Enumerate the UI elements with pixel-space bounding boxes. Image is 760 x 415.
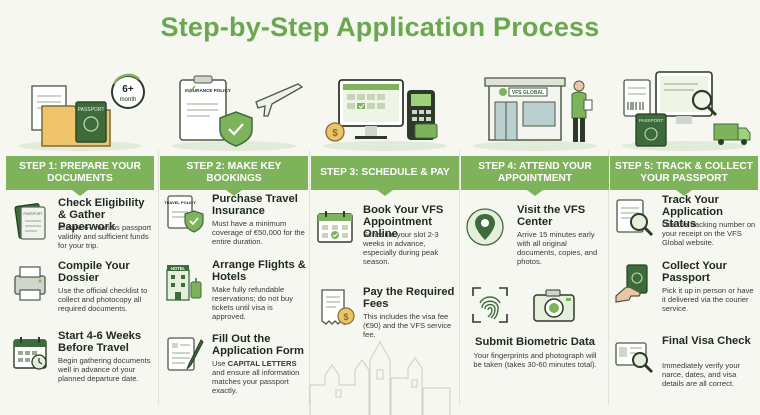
item-title: Collect Your Passport xyxy=(662,260,727,284)
vfs-center-hero-illustration: VFS GLOBAL xyxy=(473,77,597,151)
step-item: Track Your Application Status Use the tr… xyxy=(610,194,758,256)
printer-copier-icon xyxy=(14,266,46,301)
column-divider xyxy=(158,150,159,405)
heading-pointer xyxy=(226,190,242,196)
form-description-text: Use xyxy=(212,359,228,368)
heading-pointer xyxy=(377,190,393,196)
policy-icon-label: TRAVEL POLICY xyxy=(164,200,196,205)
step-3-column: $ STEP 3: SCHEDULE & PAY Book Your VFS A… xyxy=(311,62,459,412)
search-document-icon xyxy=(616,199,654,237)
step-2-column: INSURANCE POLICY STEP 2: MAKE KEY BOOKIN… xyxy=(160,62,308,412)
item-description: Ensure 6+ months passport validity and s… xyxy=(58,223,152,250)
column-divider xyxy=(608,150,609,405)
form-description-emphasis: CAPITAL LETTERS xyxy=(227,359,297,368)
item-title: Fill Out the Application Form xyxy=(212,333,304,357)
item-title: Arrange Flights & Hotels xyxy=(212,259,306,283)
item-description: Arrive 15 minutes early with all origina… xyxy=(517,230,598,266)
item-title: Start 4-6 Weeks Before Travel xyxy=(58,330,142,354)
step-item: TRAVEL POLICY Purchase Travel Insurance … xyxy=(160,190,308,250)
documents-folder-hero-illustration: PASSPORT 6+ month xyxy=(18,73,145,151)
hotel-icon-label: HOTEL xyxy=(171,266,186,271)
visa-check-magnifier-icon xyxy=(615,342,654,374)
page-title: Step-by-Step Application Process xyxy=(160,12,600,42)
castle-skyline-illustration xyxy=(309,340,451,415)
column-divider xyxy=(459,150,460,405)
item-title: Visit the VFS Center xyxy=(517,204,586,228)
step-4-column: VFS GLOBAL STEP 4: ATTEND YOUR APPOINTME… xyxy=(461,62,609,412)
vfs-sign-label: VFS GLOBAL xyxy=(512,90,544,96)
heading-pointer xyxy=(527,190,543,196)
step-item: Fill Out the Application Form Use CAPITA… xyxy=(160,330,308,410)
heading-pointer xyxy=(72,190,88,196)
step-5-column: PASSPORT STEP 5: TRACK & COLLECT YOUR PA… xyxy=(610,62,758,412)
item-description: Use CAPITAL LETTERS and ensure all infor… xyxy=(212,359,308,395)
item-description: This includes the visa fee (€90) and the… xyxy=(363,312,452,339)
column-divider xyxy=(309,150,310,405)
hero-passport-label: PASSPORT xyxy=(639,118,664,123)
step-2-heading: STEP 2: MAKE KEY BOOKINGS xyxy=(160,156,308,190)
coin-symbol: $ xyxy=(343,312,348,322)
camera-icon xyxy=(533,289,575,322)
track-collect-hero-illustration: PASSPORT xyxy=(622,71,751,151)
item-description: Must have a minimum coverage of €50,000 … xyxy=(212,219,305,246)
hero-passport-label: PASSPORT xyxy=(78,107,105,113)
item-description: Schedule your slot 2-3 weeks in advance,… xyxy=(363,230,439,266)
step-item: PASSPORT Check Eligibility & Gather Pape… xyxy=(6,197,154,259)
hero-policy-label: INSURANCE POLICY xyxy=(185,88,231,93)
step-item: Compile Your Dossier Use the official ch… xyxy=(6,260,154,324)
item-title: Submit Biometric Data xyxy=(475,336,595,348)
step-5-heading: STEP 5: TRACK & COLLECT YOUR PASSPORT xyxy=(610,156,758,190)
item-title: Track Your Application Status xyxy=(662,194,723,230)
hotel-building-icon: HOTEL xyxy=(166,265,202,301)
item-description: Your fingerprints and photograph will be… xyxy=(473,351,597,369)
heading-pointer xyxy=(676,190,692,196)
item-title: Pay the Required Fees xyxy=(363,286,455,310)
item-description: Pick it up in person or have it delivere… xyxy=(662,286,754,313)
step-item: Collect Your Passport Pick it up in pers… xyxy=(610,260,758,324)
item-title: Final Visa Check xyxy=(662,335,751,347)
location-pin-map-icon xyxy=(466,208,504,246)
step-item: Submit Biometric Data Your fingerprints … xyxy=(461,282,609,372)
calendar-icon xyxy=(13,337,47,370)
form-description-text: and ensure all information matches your … xyxy=(212,368,300,395)
step-item: HOTEL Arrange Flights & Hotels Make full… xyxy=(160,258,308,328)
step-item: Final Visa Check Immediately verify your… xyxy=(610,332,758,402)
travel-policy-shield-icon: TRAVEL POLICY xyxy=(164,195,204,233)
item-description: Make fully refundable reservations; do n… xyxy=(212,285,294,321)
step-1-column: PASSPORT 6+ month STEP 1: PREPARE YOUR D… xyxy=(6,62,154,412)
passport-stack-icon: PASSPORT xyxy=(14,203,46,240)
item-title: Purchase Travel Insurance xyxy=(212,193,298,217)
item-description: Use the official checklist to collect an… xyxy=(58,286,148,313)
step-item: Book Your VFS Appointment Online Schedul… xyxy=(311,204,459,276)
step-3-heading: STEP 3: SCHEDULE & PAY xyxy=(311,156,459,190)
step-4-heading: STEP 4: ATTEND YOUR APPOINTMENT xyxy=(461,156,609,190)
insurance-flight-hero-illustration: INSURANCE POLICY xyxy=(172,75,304,151)
hero-badge-unit: month xyxy=(120,97,137,103)
schedule-pay-hero-illustration: $ xyxy=(323,79,447,151)
step-item: Visit the VFS Center Arrive 15 minutes e… xyxy=(461,204,609,276)
form-pen-icon xyxy=(167,337,204,371)
item-description: Immediately verify your narce, dates, an… xyxy=(662,361,741,388)
hand-passport-icon xyxy=(615,264,648,303)
fingerprint-icon xyxy=(472,287,508,323)
item-title: Book Your VFS Appointment Online xyxy=(363,204,444,240)
passport-icon-label: PASSPORT xyxy=(23,212,43,216)
hero-badge-number: 6+ xyxy=(122,84,134,95)
item-description: Use the tracking number on your receipt … xyxy=(662,220,756,247)
step-1-heading: STEP 1: PREPARE YOUR DOCUMENTS xyxy=(6,156,154,190)
step-item: $ Pay the Required Fees This includes th… xyxy=(311,284,459,354)
step-item: Start 4-6 Weeks Before Travel Begin gath… xyxy=(6,330,154,400)
calendar-check-icon xyxy=(317,211,353,243)
item-title: Check Eligibility & Gather Paperwork xyxy=(58,197,145,233)
item-title: Compile Your Dossier xyxy=(58,260,130,284)
item-description: Begin gathering documents well in advanc… xyxy=(58,356,151,383)
coin-symbol: $ xyxy=(332,128,338,139)
receipt-coins-icon: $ xyxy=(321,289,355,326)
